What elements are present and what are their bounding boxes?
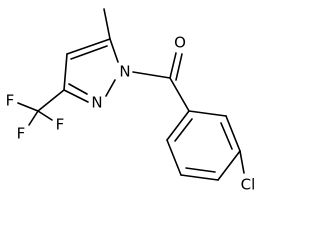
bond-c5-c4-inner	[70, 45, 108, 60]
atom-cl: Cl	[241, 176, 256, 194]
bond-ring-2-inner	[220, 122, 233, 150]
bond-ring-6-inner	[174, 118, 193, 142]
bond-carbonyl-o-double	[175, 53, 183, 81]
atom-n2: N	[91, 94, 102, 112]
atom-o: O	[174, 34, 186, 52]
bond-c3-n2	[63, 89, 89, 103]
bond-n1-c5	[109, 38, 119, 63]
bond-c-cl	[239, 150, 245, 174]
bond-c5-c4	[66, 38, 111, 55]
bond-methyl	[103, 8, 111, 40]
bond-ring-3	[217, 150, 241, 181]
bond-ring-6	[166, 110, 190, 141]
bond-ring-4	[180, 174, 219, 181]
bond-carbonyl-ring	[169, 77, 190, 112]
bond-cf3-f1	[17, 102, 39, 112]
bond-n2-n1	[105, 79, 116, 97]
atom-f1: F	[6, 92, 15, 110]
structure-diagram: N N O F F F Cl	[6, 8, 256, 194]
bond-c3-n2-inner	[68, 83, 88, 95]
bond-cf3-f3	[37, 110, 53, 121]
bond-n1-carbonyl	[132, 71, 171, 79]
bond-cf3-f2	[28, 110, 39, 126]
bond-carbonyl-o	[169, 52, 177, 79]
bond-ring-4-inner	[185, 167, 216, 173]
bonds	[17, 8, 245, 181]
atom-n1: N	[119, 63, 130, 81]
bond-c3-cf3	[37, 89, 65, 112]
bond-ring-5	[166, 139, 182, 176]
bond-ring-1	[188, 110, 227, 117]
bond-c4-c3	[63, 53, 68, 91]
atom-f2: F	[17, 125, 26, 143]
atom-labels: N N O F F F Cl	[6, 34, 256, 194]
atom-f3: F	[56, 116, 65, 134]
bond-ring-2	[225, 115, 241, 152]
